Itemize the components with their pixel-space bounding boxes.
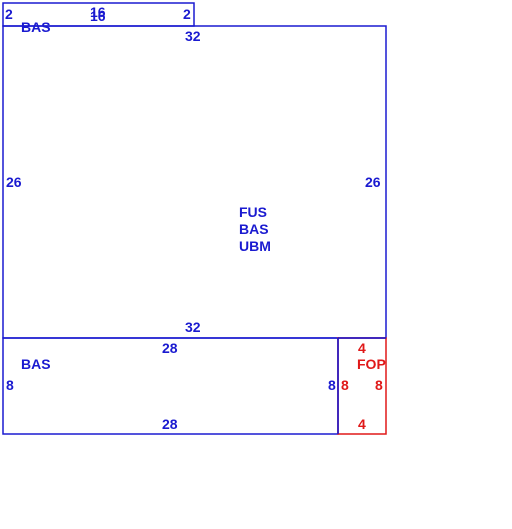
main-room-label-1: FUS — [239, 204, 267, 220]
lower-room-left-dim: 8 — [6, 377, 14, 393]
main-room-right-dim: 26 — [365, 174, 381, 190]
top-strip-top-dim-a: 16 — [90, 4, 106, 20]
fop-room-top-dim: 4 — [358, 340, 366, 356]
lower-room-bottom-dim: 28 — [162, 416, 178, 432]
top-strip-left-dim: 2 — [5, 6, 13, 22]
fop-room-left-dim: 8 — [341, 377, 349, 393]
fop-room-bottom-dim: 4 — [358, 416, 366, 432]
main-room-outline — [2, 25, 387, 339]
main-room-label-2: BAS — [239, 221, 269, 237]
main-room-bottom-dim: 32 — [185, 319, 201, 335]
top-strip-name: BAS — [21, 19, 51, 35]
lower-room-name: BAS — [21, 356, 51, 372]
main-room-label-3: UBM — [239, 238, 271, 254]
main-room-left-dim: 26 — [6, 174, 22, 190]
lower-room-right-dim: 8 — [328, 377, 336, 393]
fop-room-right-dim: 8 — [375, 377, 383, 393]
fop-room-name: FOP — [357, 356, 386, 372]
lower-room-top-dim: 28 — [162, 340, 178, 356]
top-strip-top-dim-b: 16 — [90, 8, 106, 24]
top-strip-right-dim: 2 — [183, 6, 191, 22]
main-room-top-dim: 32 — [185, 28, 201, 44]
